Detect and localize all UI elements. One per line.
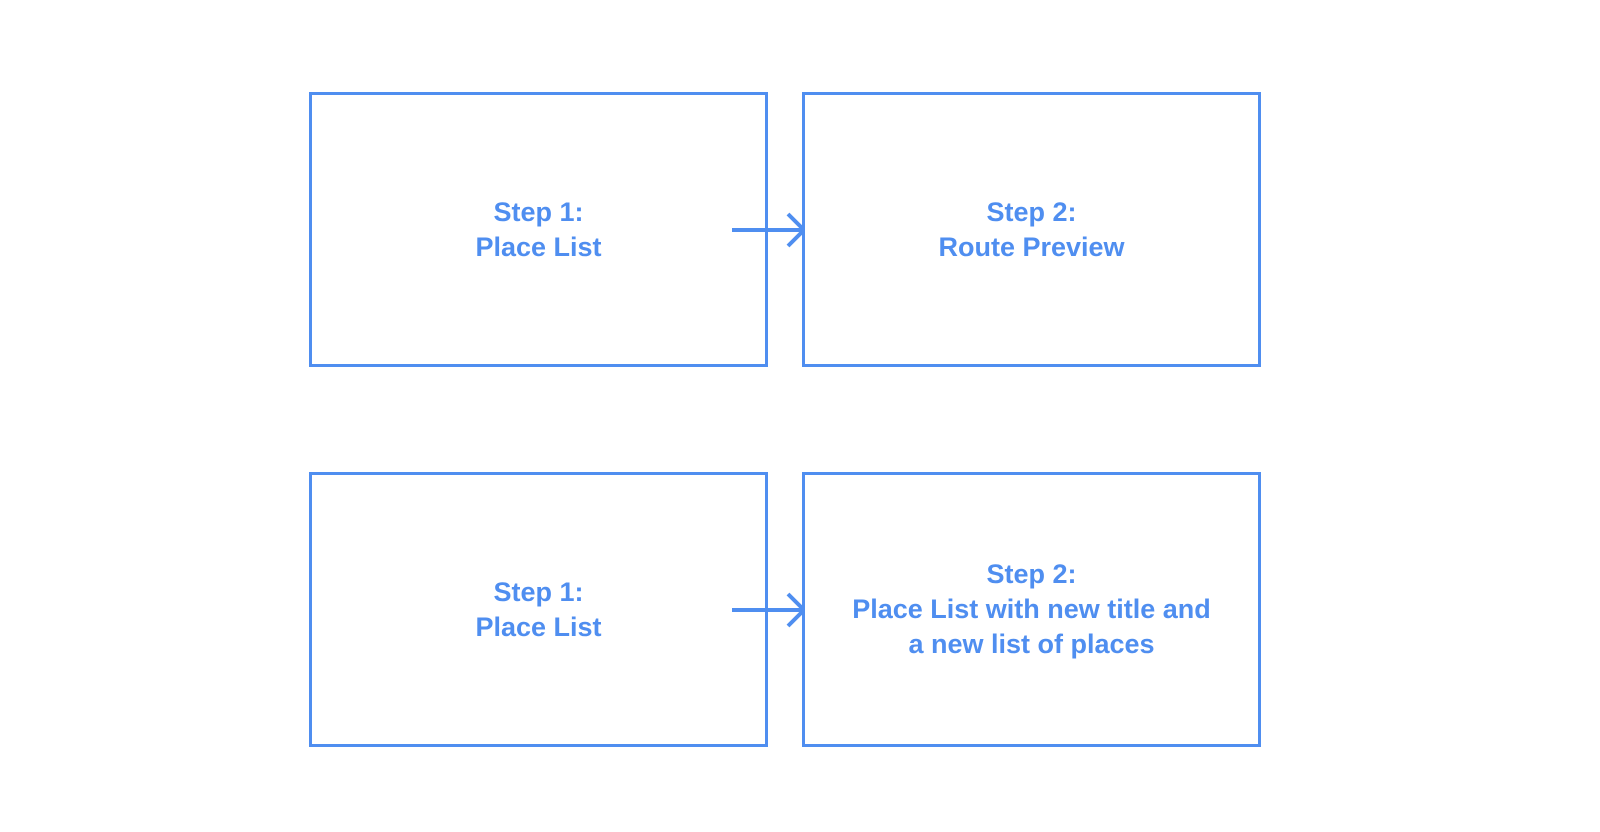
flow-1-step-2-box: Step 2: Route Preview — [802, 92, 1261, 367]
flow-2-arrow-icon — [732, 592, 807, 628]
flow-2-step-1-box: Step 1: Place List — [309, 472, 768, 747]
flow-2-step-1-label: Step 1: Place List — [475, 576, 602, 642]
flow-2-step-2-label: Step 2: Place List with new title and a … — [852, 559, 1211, 659]
flow-1-step-2-label: Step 2: Route Preview — [938, 196, 1125, 262]
flow-2-step-2-box: Step 2: Place List with new title and a … — [802, 472, 1261, 747]
flow-1-arrow-icon — [732, 212, 807, 248]
flow-1-step-1-box: Step 1: Place List — [309, 92, 768, 367]
flow-1-step-1-label: Step 1: Place List — [475, 196, 602, 262]
